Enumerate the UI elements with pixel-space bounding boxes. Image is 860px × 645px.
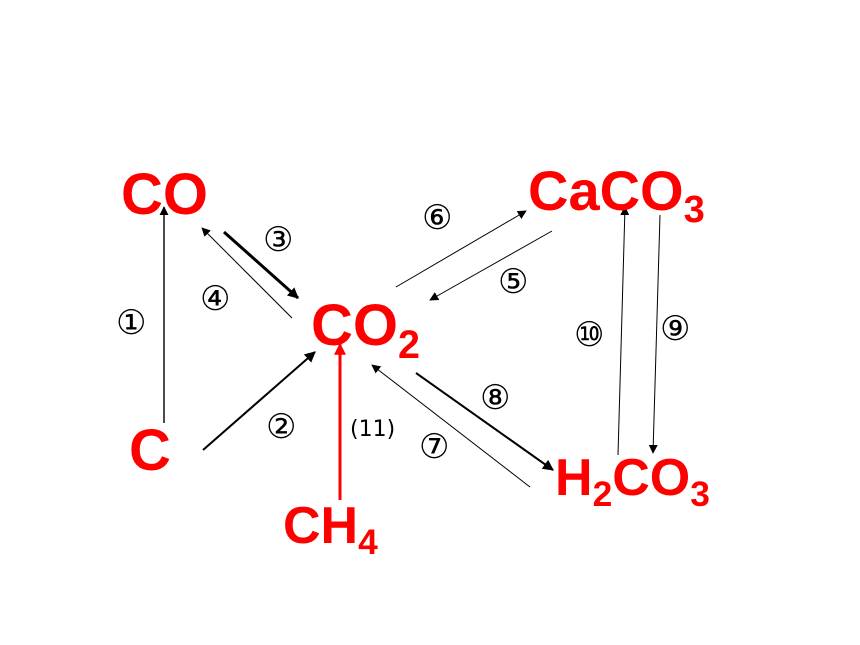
reaction-label-4: ④ <box>200 279 231 319</box>
reaction-label-8: ⑧ <box>480 378 511 418</box>
compound-h2co3: H2CO3 <box>555 449 710 512</box>
arrow-4-co2-to-co <box>201 227 293 319</box>
compound-h2co3-subscript-2: 3 <box>690 475 710 515</box>
compound-ch4: CH4 <box>283 497 378 560</box>
arrow-10-h2co3-to-caco3 <box>617 206 630 456</box>
arrow-7-h2co3-to-co2 <box>371 364 531 488</box>
reaction-label-2: ② <box>266 407 297 447</box>
reaction-label-9: ⑨ <box>660 309 691 349</box>
compound-h2co3-subscript-1: 2 <box>592 475 613 515</box>
compound-co2-subscript: 2 <box>398 322 420 367</box>
compound-co-text: CO <box>121 162 208 227</box>
arrow-3-co-to-co2 <box>223 230 299 300</box>
reaction-label-7: ⑦ <box>419 427 450 467</box>
compound-h2co3-prefix: H <box>555 449 593 507</box>
compound-co2-text: CO <box>311 293 398 358</box>
arrow-8-co2-to-h2co3 <box>415 372 554 471</box>
compound-co2: CO2 <box>311 297 420 365</box>
compound-ch4-subscript: 4 <box>358 523 378 563</box>
reaction-label-11: (11) <box>350 417 396 442</box>
arrow-9-caco3-to-h2co3 <box>648 214 661 454</box>
reaction-label-3: ③ <box>263 220 294 260</box>
compound-c: C <box>129 422 171 480</box>
compound-c-text: C <box>129 418 171 483</box>
reaction-label-5: ⑤ <box>498 262 529 302</box>
compound-caco3: CaCO3 <box>528 163 705 230</box>
arrow-2-c-to-co2 <box>202 351 316 451</box>
reaction-label-1: ① <box>116 303 147 343</box>
compound-co: CO <box>121 166 208 224</box>
compound-caco3-subscript: 3 <box>683 189 705 232</box>
reaction-label-10: ⑩ <box>574 315 605 355</box>
arrow-6-co2-to-caco3 <box>395 210 527 288</box>
arrow-5-caco3-to-co2 <box>429 230 553 301</box>
compound-ch4-text: CH <box>283 497 359 555</box>
compound-h2co3-text: CO <box>612 449 691 507</box>
reaction-label-6: ⑥ <box>422 198 453 238</box>
compound-caco3-text: CaCO <box>528 159 684 222</box>
